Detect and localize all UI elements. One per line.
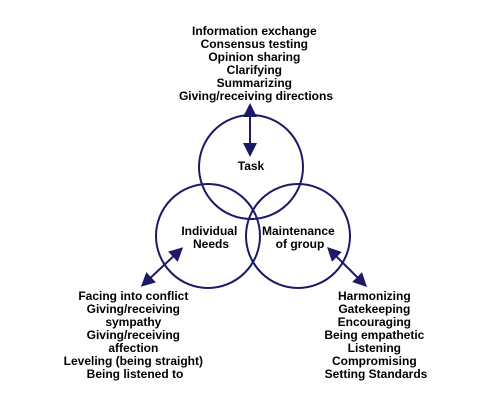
maintenance-behavior-item: Being empathetic bbox=[324, 328, 424, 342]
task-behavior-item: Opinion sharing bbox=[208, 50, 300, 64]
individual-behavior-item: Giving/receiving bbox=[87, 328, 180, 342]
task-behavior-item: Consensus testing bbox=[201, 37, 308, 51]
individual-behavior-item: Giving/receiving bbox=[87, 302, 180, 316]
maintenance-label-line-2: of group bbox=[276, 237, 325, 251]
task-behavior-item: Summarizing bbox=[217, 76, 292, 90]
maintenance-label: Maintenance of group bbox=[262, 224, 338, 251]
maintenance-behavior-item: Encouraging bbox=[338, 315, 411, 329]
task-behavior-item: Giving/receiving directions bbox=[179, 89, 333, 103]
individual-behavior-item: Facing into conflict bbox=[78, 289, 188, 303]
individual-behavior-item: Being listened to bbox=[87, 367, 184, 381]
task-behavior-item: Information exchange bbox=[192, 24, 317, 38]
individual-behavior-item: sympathy bbox=[105, 315, 161, 329]
maintenance-behavior-item: Listening bbox=[348, 341, 401, 355]
maintenance-arrow bbox=[327, 247, 367, 287]
task-behavior-item: Clarifying bbox=[227, 63, 282, 77]
maintenance-behavior-item: Gatekeeping bbox=[338, 302, 410, 316]
individual-behaviors-list: Facing into conflict Giving/receiving sy… bbox=[64, 289, 207, 381]
individual-arrow bbox=[140, 247, 184, 287]
individual-needs-label-line-2: Needs bbox=[193, 237, 229, 251]
task-label: Task bbox=[238, 159, 265, 173]
maintenance-label-line-1: Maintenance bbox=[262, 224, 335, 238]
maintenance-behaviors-list: Harmonizing Gatekeeping Encouraging Bein… bbox=[324, 289, 427, 381]
maintenance-behavior-item: Setting Standards bbox=[325, 367, 428, 381]
individual-needs-circle bbox=[155, 183, 261, 289]
maintenance-circle bbox=[245, 183, 351, 289]
maintenance-behavior-item: Harmonizing bbox=[338, 289, 411, 303]
individual-behavior-item: Leveling (being straight) bbox=[64, 354, 203, 368]
maintenance-behavior-item: Compromising bbox=[332, 354, 417, 368]
task-behaviors-list: Information exchange Consensus testing O… bbox=[179, 24, 333, 103]
individual-needs-label: Individual Needs bbox=[181, 224, 240, 251]
individual-needs-label-line-1: Individual bbox=[181, 224, 237, 238]
individual-behavior-item: affection bbox=[108, 341, 158, 355]
